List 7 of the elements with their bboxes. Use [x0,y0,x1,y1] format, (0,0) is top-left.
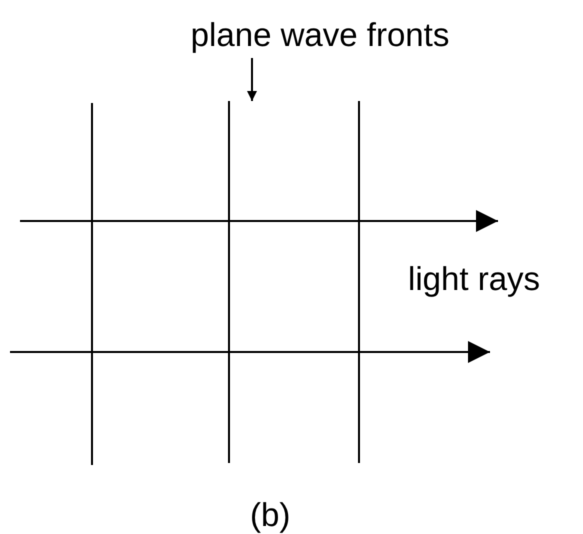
wave-front-label: plane wave fronts [150,12,490,56]
wave-front-line [91,103,93,465]
arrow [247,58,257,101]
ray-label: light rays [408,262,540,295]
wave-front-line [358,101,360,463]
wave-front-line [228,101,230,463]
caption: (b) [250,498,290,531]
